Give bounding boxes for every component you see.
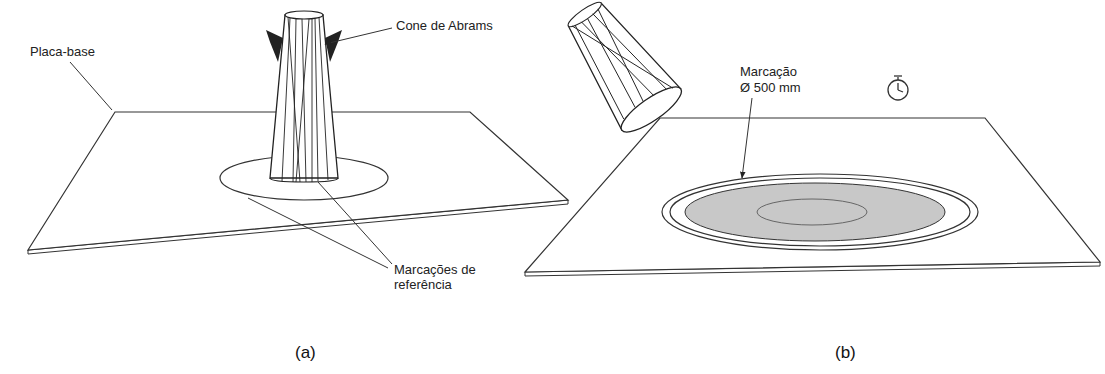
- leader-line: [742, 98, 752, 178]
- spread-concrete: [662, 174, 978, 250]
- stopwatch-icon: [888, 76, 908, 100]
- part-label: Cone de Abrams: [396, 18, 493, 33]
- part-label: Placa-base: [30, 44, 95, 59]
- part-label: Marcação: [740, 64, 797, 79]
- subfigure-label: (a): [295, 345, 316, 360]
- part-label: Marcações de referência: [394, 262, 482, 292]
- dimension-label: Ø 500 mm: [740, 80, 801, 95]
- leader-lines: [70, 28, 392, 268]
- base-plate: [525, 118, 1100, 276]
- abrams-cone-lifted: [552, 0, 687, 139]
- abrams-cone: [266, 11, 342, 182]
- subfigure-label: (b): [835, 345, 856, 360]
